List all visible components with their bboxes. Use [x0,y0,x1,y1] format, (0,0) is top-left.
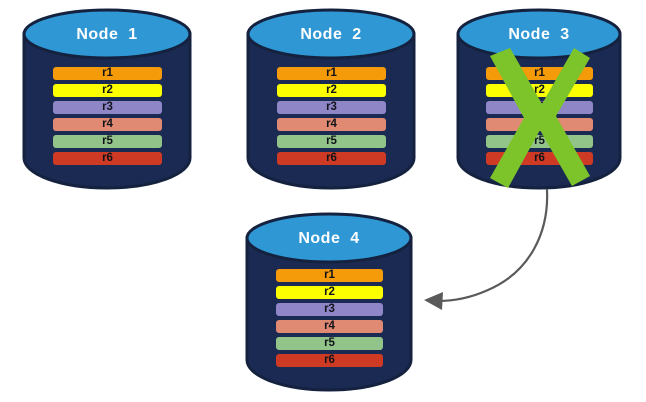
node-1-record-r1: r1 [53,67,162,80]
node-1-record-r4: r4 [53,118,162,131]
node-2-record-r4: r4 [277,118,386,131]
node-1-record-r6: r6 [53,152,162,165]
node-2-record-r3: r3 [277,101,386,114]
node-4-record-r4: r4 [276,320,383,333]
node-3-record-r6: r6 [486,152,593,165]
node-4-record-r6: r6 [276,354,383,367]
node-2-record-r5: r5 [277,135,386,148]
node-3-record-r5: r5 [486,135,593,148]
node-2-record-r6: r6 [277,152,386,165]
node-3-record-r1: r1 [486,67,593,80]
node-3-record-r4: r4 [486,118,593,131]
node-2: Node 2 r1 r2 r3 r4 r5 r6 [246,8,416,190]
node-3: Node 3 r1 r2 r3 r4 r5 r6 [456,8,622,190]
node-3-record-r2: r2 [486,84,593,97]
node-1-record-r3: r3 [53,101,162,114]
node-2-record-r2: r2 [277,84,386,97]
node-2-record-r1: r1 [277,67,386,80]
node-3-record-r3: r3 [486,101,593,114]
node-1: Node 1 r1 r2 r3 r4 r5 r6 [22,8,192,190]
node-1-record-r2: r2 [53,84,162,97]
node-4: Node 4 r1 r2 r3 r4 r5 r6 [245,212,413,392]
node-4-record-r3: r3 [276,303,383,316]
node-4-record-r5: r5 [276,337,383,350]
node-4-record-r2: r2 [276,286,383,299]
node-4-record-r1: r1 [276,269,383,282]
node-1-record-r5: r5 [53,135,162,148]
